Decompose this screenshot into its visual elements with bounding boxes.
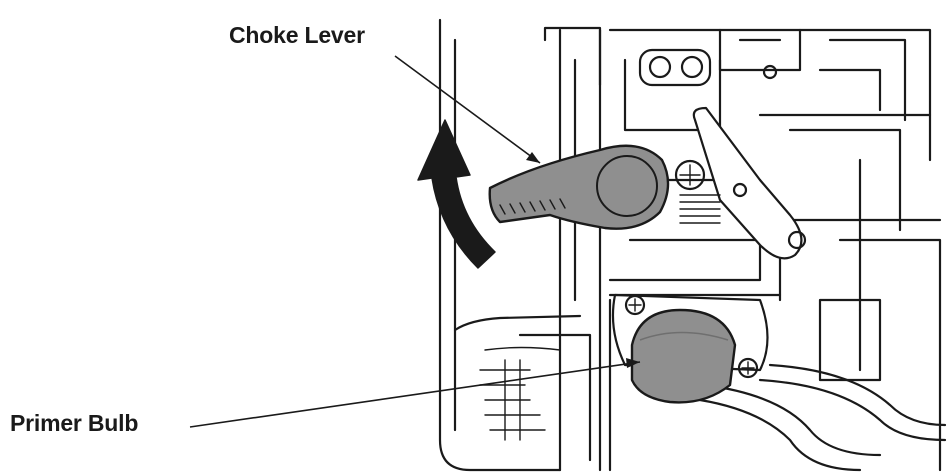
carburetor-spring (680, 195, 720, 223)
choke-lever (490, 146, 668, 229)
primer-bulb-label: Primer Bulb (10, 410, 138, 437)
choke-lever-label: Choke Lever (229, 22, 365, 49)
curved-arrow-up-icon (418, 120, 495, 268)
primer-bulb-leader (190, 358, 640, 427)
primer-bulb (632, 310, 735, 402)
choke-lever-leader (395, 56, 540, 163)
